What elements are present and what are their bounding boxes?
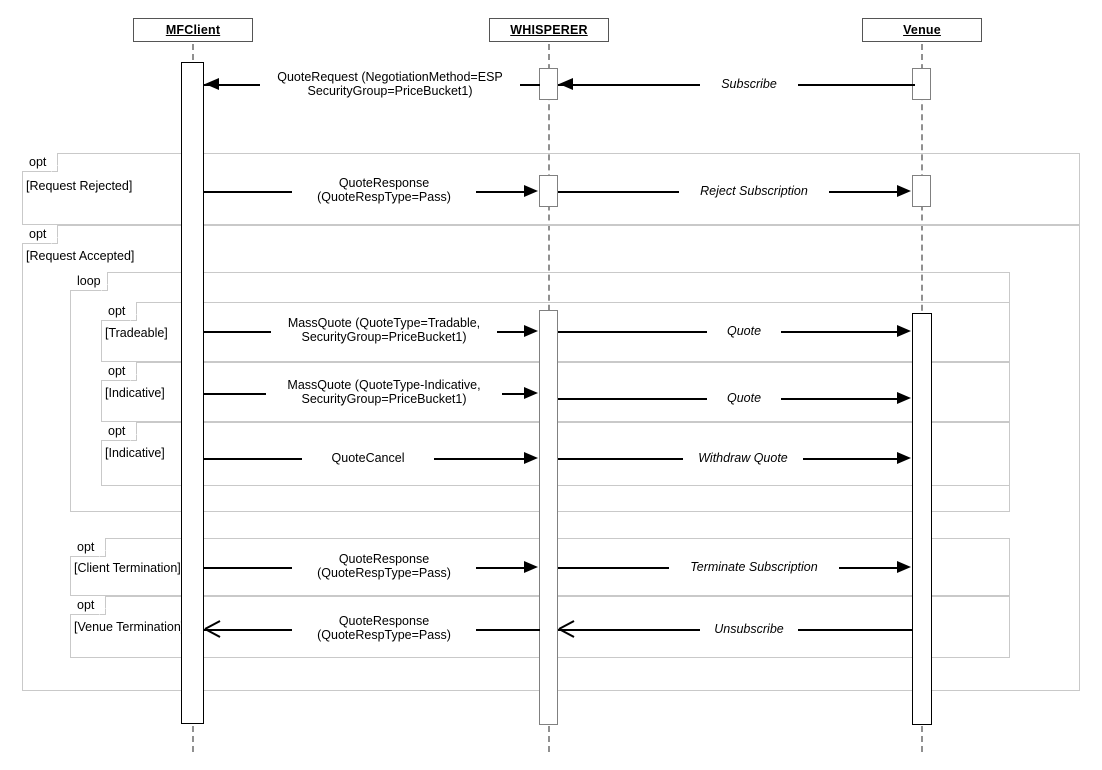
message-label-quoteresponse-venue-term: QuoteResponse (QuoteRespType=Pass) [292, 614, 476, 642]
activation-whisperer-subscribe [539, 68, 558, 100]
lifeline-header-mfclient[interactable]: MFClient [133, 18, 253, 42]
fragment-label-opt-venue-termination: opt [70, 596, 106, 615]
fragment-label-opt-request-rejected: opt [22, 153, 58, 172]
message-arrow-quote-indicative [897, 392, 911, 404]
fragment-guard-tradeable: [Tradeable] [105, 326, 168, 340]
message-label-massquote-indicative: MassQuote (QuoteType-Indicative, Securit… [266, 378, 502, 406]
message-label-reject-subscription: Reject Subscription [679, 184, 829, 198]
fragment-guard-client-termination: [Client Termination] [74, 561, 181, 575]
fragment-label-opt-tradeable: opt [101, 302, 137, 321]
message-arrow-reject-subscription [897, 185, 911, 197]
lifeline-header-label-mfclient: MFClient [165, 23, 221, 37]
message-arrow-massquote-tradable [524, 325, 538, 337]
fragment-label-loop-quotes: loop [70, 272, 108, 291]
activation-whisperer-main [539, 310, 558, 725]
fragment-label-opt-client-termination: opt [70, 538, 106, 557]
message-arrow-subscribe [559, 78, 573, 90]
activation-venue-main [912, 313, 932, 725]
activation-mfclient-main [181, 62, 204, 724]
message-arrow-quoteresponse-venue-term [204, 620, 221, 638]
message-label-quoteresponse-client-term: QuoteResponse (QuoteRespType=Pass) [292, 552, 476, 580]
activation-venue-reject [912, 175, 931, 207]
message-label-quoteresponse-reject: QuoteResponse (QuoteRespType=Pass) [292, 176, 476, 204]
lifeline-header-venue[interactable]: Venue [862, 18, 982, 42]
fragment-label-opt-indicative-quote: opt [101, 362, 137, 381]
message-arrow-terminate-subscription [897, 561, 911, 573]
message-label-quote-indicative: Quote [707, 391, 781, 405]
message-label-quoterequest: QuoteRequest (NegotiationMethod=ESP Secu… [260, 70, 520, 98]
fragment-label-opt-request-accepted: opt [22, 225, 58, 244]
message-arrow-quoterequest [205, 78, 219, 90]
fragment-guard-request-rejected: [Request Rejected] [26, 179, 133, 193]
message-label-terminate-subscription: Terminate Subscription [669, 560, 839, 574]
message-label-quotecancel: QuoteCancel [302, 451, 434, 465]
message-arrow-quote-tradable [897, 325, 911, 337]
lifeline-header-whisperer[interactable]: WHISPERER [489, 18, 609, 42]
message-arrow-quoteresponse-client-term [524, 561, 538, 573]
fragment-guard-request-accepted: [Request Accepted] [26, 249, 135, 263]
fragment-guard-venue-termination: [Venue Termination] [74, 620, 185, 634]
lifeline-header-label-whisperer: WHISPERER [510, 23, 588, 37]
message-arrow-quoteresponse-reject [524, 185, 538, 197]
fragment-label-opt-indicative-cancel: opt [101, 422, 137, 441]
lifeline-header-label-venue: Venue [903, 23, 941, 37]
message-label-quote-tradable: Quote [707, 324, 781, 338]
fragment-guard-indicative-cancel: [Indicative] [105, 446, 165, 460]
message-arrow-unsubscribe [558, 620, 575, 638]
message-label-unsubscribe: Unsubscribe [700, 622, 798, 636]
activation-whisperer-reject [539, 175, 558, 207]
message-arrow-withdraw-quote [897, 452, 911, 464]
message-label-subscribe: Subscribe [700, 77, 798, 91]
fragment-guard-indicative-quote: [Indicative] [105, 386, 165, 400]
message-label-withdraw-quote: Withdraw Quote [683, 451, 803, 465]
message-label-massquote-tradable: MassQuote (QuoteType=Tradable, SecurityG… [271, 316, 497, 344]
message-arrow-massquote-indicative [524, 387, 538, 399]
message-arrow-quotecancel [524, 452, 538, 464]
